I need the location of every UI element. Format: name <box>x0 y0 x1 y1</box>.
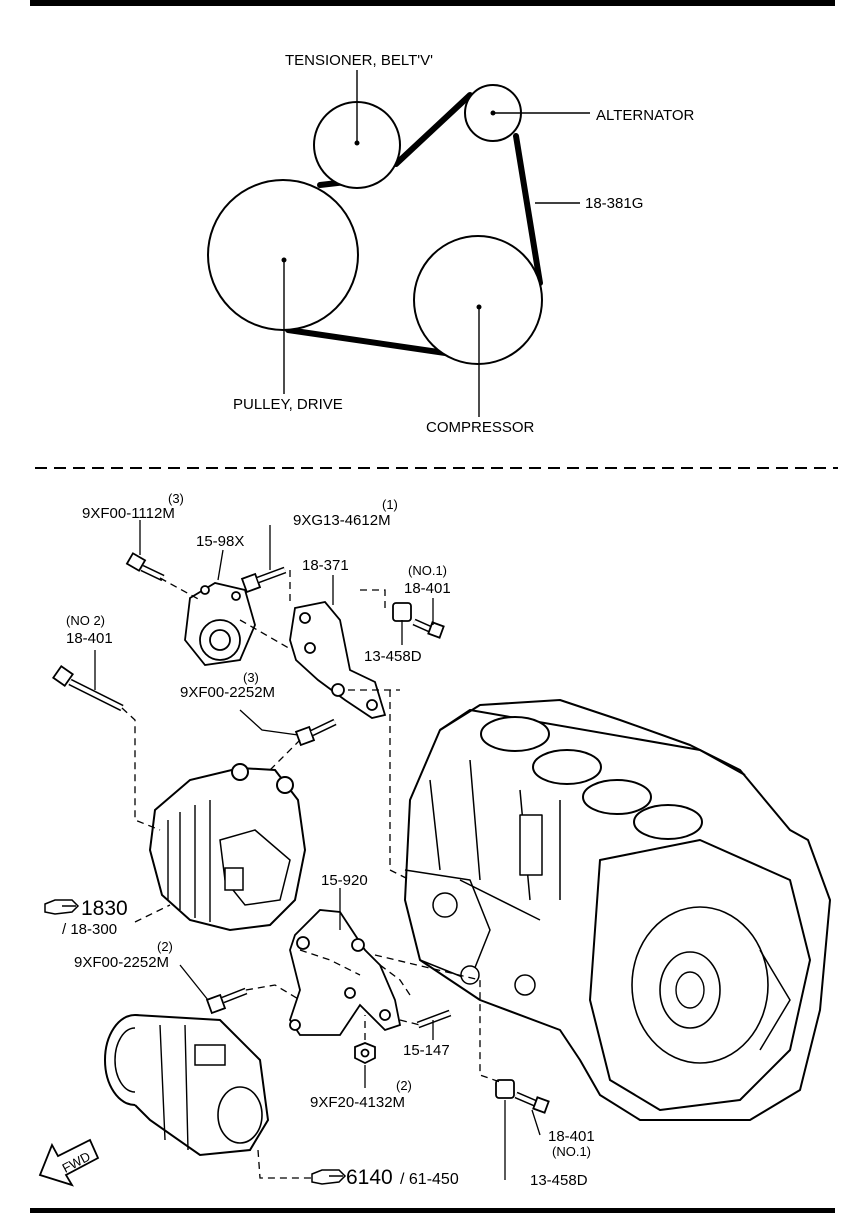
belt-tensioner-assembly <box>184 582 256 666</box>
hand-pointer-icon <box>311 1169 347 1185</box>
tensioner-part: 15-98X <box>196 533 244 550</box>
stud-part: 15-147 <box>403 1042 450 1059</box>
top-border <box>30 0 835 6</box>
alternator-ref-fig: 1830 <box>81 897 128 920</box>
exploded-leaders <box>94 520 541 1180</box>
bolt-compressor <box>205 987 248 1015</box>
bolt-compressor-qty: (2) <box>157 939 173 954</box>
bolt-tensioner <box>125 552 165 582</box>
alternator-label: ALTERNATOR <box>596 107 695 124</box>
fwd-arrow: FWD <box>38 1138 100 1187</box>
alternator-unit <box>148 763 307 932</box>
bottom-border <box>30 1208 835 1213</box>
belt-leaders <box>283 70 590 417</box>
compressor-label: COMPRESSOR <box>426 419 535 436</box>
bolt-compressor-part: 9XF00-2252M <box>74 954 169 971</box>
bolt-bracket-lower-part: 9XF00-2252M <box>180 684 275 701</box>
nut <box>354 1042 376 1065</box>
ac-compressor <box>104 1014 270 1157</box>
nut-part: 9XF20-4132M <box>310 1094 405 1111</box>
compressor-ref-fig: 6140 <box>346 1166 393 1189</box>
bolt-bracket-top <box>240 566 287 594</box>
bolt-no1-upper-part: 18-401 <box>404 580 451 597</box>
engine-block <box>404 699 831 1121</box>
stud <box>416 1009 452 1029</box>
belt-routing-diagram <box>207 70 590 417</box>
alternator-ref-sub: / 18-300 <box>62 921 117 938</box>
bolt-no2-note: (NO 2) <box>66 613 105 628</box>
bolt-bracket-top-part: 9XG13-4612M <box>293 512 391 529</box>
compressor-pulley <box>413 235 543 365</box>
bolt-bracket-lower-qty: (3) <box>243 670 259 685</box>
assembly-guide-lines <box>121 570 501 1179</box>
bushing-lower-part: 13-458D <box>530 1172 588 1189</box>
lower-bracket-part: 15-920 <box>321 872 368 889</box>
upper-bracket <box>289 601 387 719</box>
long-bolt-no2 <box>51 664 124 712</box>
bolt-no1-lower-part: 18-401 <box>548 1128 595 1145</box>
bushing-upper-part: 13-458D <box>364 648 422 665</box>
compressor-ref-sub: / 61-450 <box>400 1171 459 1188</box>
lower-bracket <box>289 909 402 1036</box>
hand-pointer-icon <box>44 899 80 915</box>
bushing-bolt-lower <box>495 1079 550 1114</box>
bolt-tensioner-part: 9XF00-1112M <box>82 505 175 522</box>
bolt-no1-upper-note: (NO.1) <box>408 563 447 578</box>
drive-pulley <box>207 179 359 331</box>
bolt-no1-lower-note: (NO.1) <box>552 1144 591 1159</box>
bolt-tensioner-qty: (3) <box>168 491 184 506</box>
bolt-bracket-top-qty: (1) <box>382 497 398 512</box>
nut-qty: (2) <box>396 1078 412 1093</box>
drive-pulley-label: PULLEY, DRIVE <box>233 396 343 413</box>
bolt-no2-part: 18-401 <box>66 630 113 647</box>
bolt-bracket-lower <box>294 718 337 747</box>
belt-part-label: 18-381G <box>585 195 643 212</box>
tensioner-label: TENSIONER, BELT'V' <box>285 52 433 69</box>
bushing-bolt-upper <box>392 602 445 639</box>
upper-bracket-part: 18-371 <box>302 557 349 574</box>
